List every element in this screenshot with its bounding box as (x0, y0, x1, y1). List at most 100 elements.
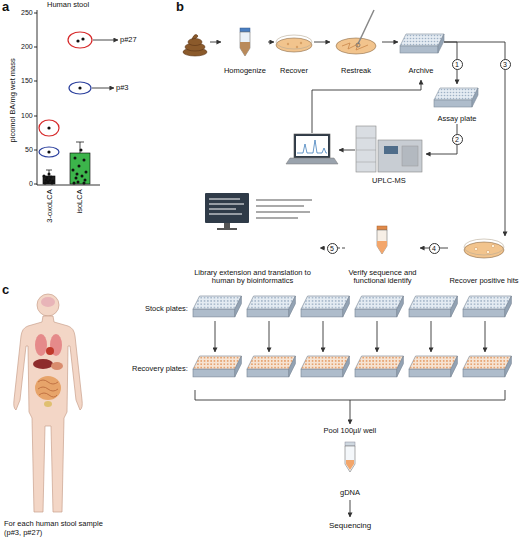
human-figure (51, 362, 63, 370)
data-point (43, 175, 46, 178)
uplc-ms-instrument (356, 150, 376, 151)
uplc-ms-instrument (356, 126, 422, 172)
data-point (76, 39, 79, 42)
step-label: UPLC-MS (372, 177, 406, 186)
microplate-row (247, 356, 295, 377)
monitor-icon (209, 204, 244, 205)
pool-bracket (195, 390, 505, 406)
microplate-row (301, 296, 349, 317)
tick-label: 250 (21, 9, 33, 17)
laptop-icon (286, 134, 338, 164)
tube-icon (240, 28, 250, 56)
monitor-icon (209, 199, 240, 200)
human-figure (38, 380, 58, 397)
tick-label: 150 (21, 77, 33, 85)
category-label: 3-oxoLCA (46, 189, 55, 222)
highlight-ellipse (68, 32, 92, 48)
human-figure (14, 316, 83, 512)
step-node: gDNA (330, 440, 370, 498)
step-note: Sequencing (329, 521, 371, 530)
step-node: Assay plate (428, 84, 486, 124)
data-point (75, 177, 78, 180)
bar (49, 170, 50, 176)
transfer-arrow (323, 321, 324, 352)
data-point (80, 149, 83, 152)
highlight-ellipse (39, 120, 59, 136)
petri-dish (358, 10, 374, 44)
pointer-arrow (93, 40, 118, 41)
category-label: isoLCA (76, 189, 85, 213)
petri-dish (336, 38, 376, 54)
data-point (84, 179, 87, 182)
petri-dish (474, 247, 477, 250)
step-label: Archive (408, 67, 433, 76)
human-figure (41, 297, 55, 307)
monitor-icon (209, 214, 242, 215)
transfer-arrow (431, 321, 432, 352)
data-point (47, 126, 50, 129)
data-point (77, 181, 80, 184)
monitor-icon (256, 217, 298, 219)
human-figure (35, 334, 47, 356)
callout-number: 1 (452, 59, 463, 70)
human-figure (33, 359, 53, 369)
uplc-ms-instrument (356, 126, 376, 172)
transfer-arrow (215, 321, 216, 352)
step-label: Library extension and translation to hum… (185, 269, 320, 286)
step-label: Verify sequence and functional identify (345, 269, 420, 286)
laptop-icon (294, 134, 330, 158)
bar (46, 170, 52, 171)
stool-icon (192, 35, 198, 39)
microplate-row (193, 296, 241, 317)
tube-icon (377, 241, 387, 254)
data-point (73, 182, 76, 185)
data-point (85, 171, 88, 174)
human-figure (44, 401, 52, 407)
step-node: Restreak (330, 26, 382, 76)
petri-dish (486, 250, 489, 253)
data-point (83, 159, 86, 162)
highlight-ellipse (69, 82, 91, 94)
tube-icon (345, 442, 355, 446)
uplc-ms-instrument (356, 138, 376, 139)
tube-icon (240, 42, 250, 56)
flow-arrow (268, 42, 274, 43)
step-node: UPLC-MS (352, 122, 426, 186)
data-point (47, 150, 50, 153)
transfer-arrow (269, 321, 270, 352)
callout-number: 5 (327, 243, 338, 254)
laptop-icon (296, 136, 328, 156)
flow-arrow (312, 80, 421, 150)
monitor-icon (205, 193, 312, 230)
microplate-row (355, 356, 403, 377)
petri-dish (276, 38, 312, 52)
data-point (46, 177, 49, 180)
step-node: Homogenize (222, 26, 268, 76)
data-point (78, 86, 81, 89)
data-point (44, 182, 47, 185)
data-point (74, 157, 77, 160)
data-point (72, 169, 75, 172)
microplate (434, 88, 478, 107)
tick-label: 200 (21, 43, 33, 51)
tick-label: 50 (25, 146, 33, 154)
data-point (49, 179, 52, 182)
data-point (50, 176, 53, 179)
bar (76, 142, 84, 143)
chart-title: Human stool (47, 1, 89, 10)
monitor-icon (217, 228, 237, 230)
petri-dish (491, 244, 494, 247)
tube-icon (345, 446, 355, 472)
step-node: Archive (398, 26, 444, 76)
transfer-arrow (485, 321, 486, 352)
human-figure (14, 294, 83, 512)
stool-icon (188, 39, 202, 46)
data-point (81, 37, 84, 40)
chart-axes (34, 81, 37, 82)
stool-icon (183, 35, 207, 56)
petri-dish (296, 46, 298, 48)
sample-label: p#3 (116, 84, 129, 93)
pointer-arrow (92, 40, 118, 88)
petri-dish (464, 242, 504, 258)
